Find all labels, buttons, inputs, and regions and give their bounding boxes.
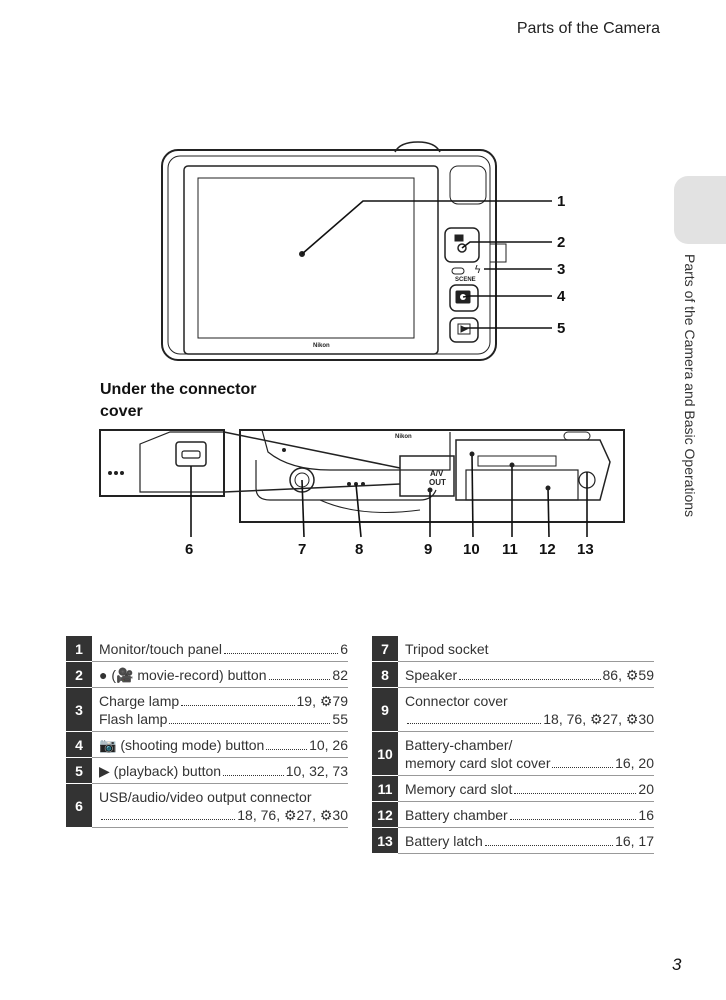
part-description: Tripod socket (398, 636, 654, 662)
part-number: 7 (372, 636, 398, 662)
brand-logo: Nikon (313, 343, 330, 349)
part-number: 5 (66, 758, 92, 784)
scene-label: SCENE (455, 277, 476, 283)
part-number: 2 (66, 662, 92, 688)
callout-10: 10 (463, 541, 480, 558)
part-number: 10 (372, 732, 398, 776)
flash-icon: ϟ (474, 263, 481, 276)
page-number: 3 (672, 955, 682, 974)
callout-3: 3 (557, 261, 565, 278)
table-row: 9 Connector cover 18, 76, ⚙27, ⚙30 (372, 688, 654, 732)
av-label-top: A/V (430, 469, 444, 478)
part-number: 13 (372, 828, 398, 854)
table-row: 10 Battery-chamber/ memory card slot cov… (372, 732, 654, 776)
page-header-title: Parts of the Camera (516, 20, 660, 37)
part-number: 3 (66, 688, 92, 732)
part-number: 9 (372, 688, 398, 732)
callout-4: 4 (557, 288, 566, 305)
section-tab-label: Parts of the Camera and Basic Operations (682, 254, 698, 518)
callout-9: 9 (424, 541, 432, 558)
av-label-bottom: OUT (429, 478, 446, 487)
callout-13: 13 (577, 541, 594, 558)
callout-2: 2 (557, 234, 565, 251)
callout-leaders-bottom (190, 453, 588, 538)
part-number: 12 (372, 802, 398, 828)
brand-logo-bottom: Nikon (395, 434, 412, 440)
part-description: USB/audio/video output connector 18, 76,… (92, 784, 348, 828)
camera-bottom-illustration (239, 429, 625, 523)
table-row: 7 Tripod socket (372, 636, 654, 662)
part-number: 4 (66, 732, 92, 758)
callout-11: 11 (502, 541, 518, 558)
connector-inset-illustration (99, 429, 401, 497)
part-number: 11 (372, 776, 398, 802)
connector-subheading: Under the connector cover (100, 381, 257, 420)
part-description: Connector cover 18, 76, ⚙27, ⚙30 (398, 688, 654, 732)
callout-8: 8 (355, 541, 363, 558)
callout-leaders-top (301, 200, 552, 329)
part-number: 8 (372, 662, 398, 688)
callout-5: 5 (557, 320, 565, 337)
part-number: 1 (66, 636, 92, 662)
section-tab (674, 176, 726, 244)
camera-diagram: Nikon SCENE ϟ 1 2 3 4 5 (99, 141, 625, 558)
callout-1: 1 (557, 193, 565, 210)
callout-12: 12 (539, 541, 556, 558)
part-number: 6 (66, 784, 92, 828)
table-row: 6 USB/audio/video output connector 18, 7… (66, 784, 348, 828)
callout-6: 6 (185, 541, 193, 558)
callout-7: 7 (298, 541, 306, 558)
camera-back-illustration (161, 141, 507, 361)
